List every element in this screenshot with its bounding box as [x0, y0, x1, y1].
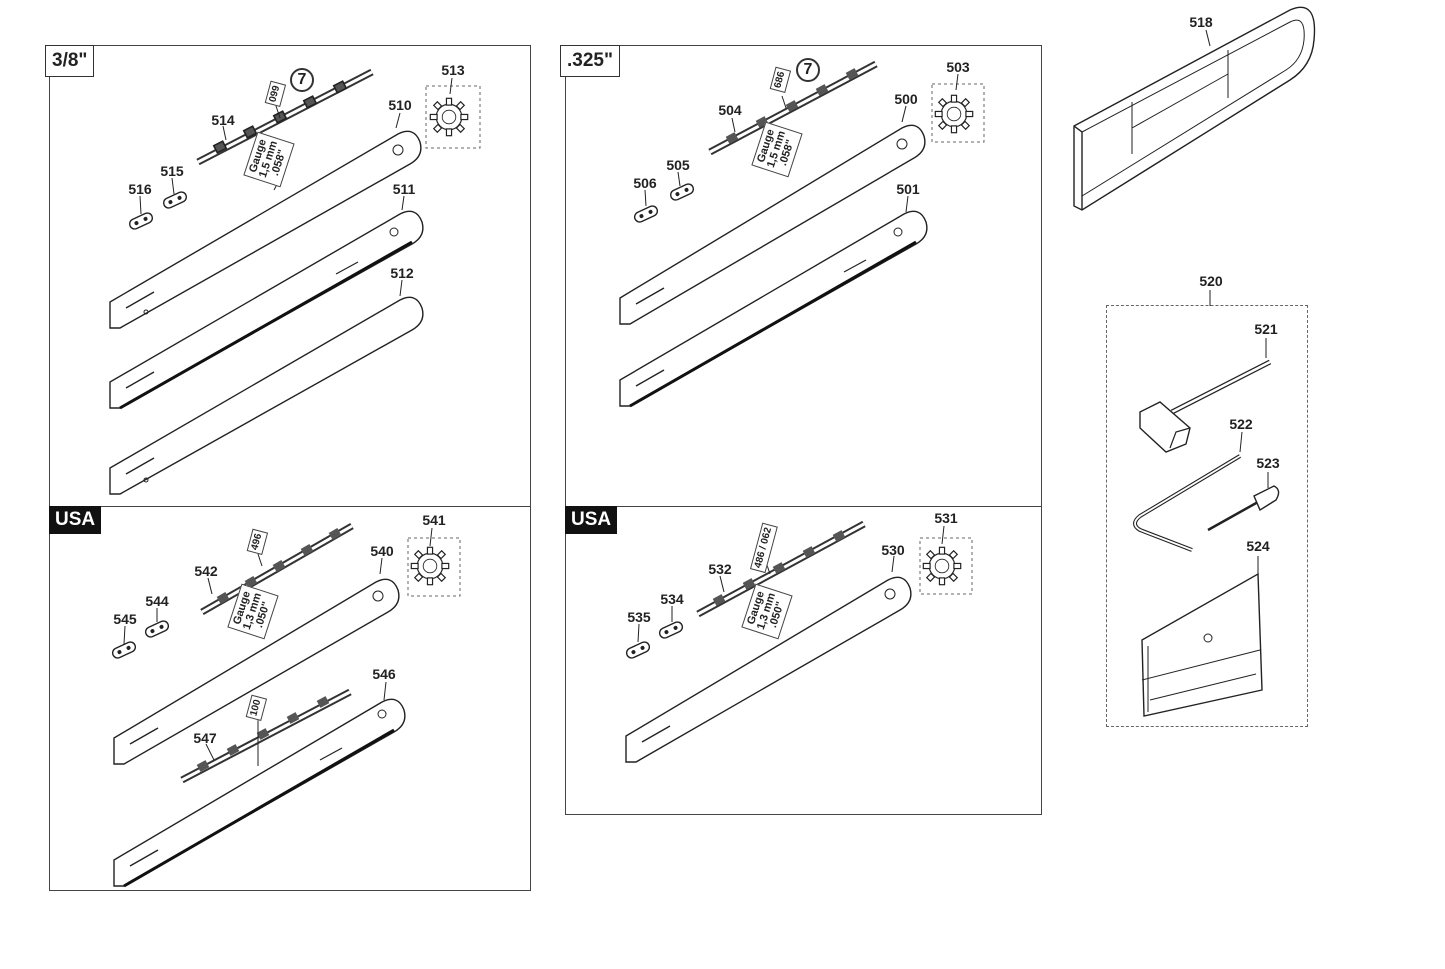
part-number-504: 504 — [718, 102, 742, 118]
connecting-link-535 — [624, 639, 652, 661]
screwdriver-523 — [1207, 472, 1280, 532]
leader-lines-325 — [644, 73, 959, 213]
part-number-516: 516 — [128, 181, 152, 197]
connecting-link-505 — [668, 181, 696, 203]
connecting-link-544 — [143, 618, 171, 640]
sprocket-541 — [410, 546, 450, 586]
panel-usa-3-8 — [49, 506, 531, 891]
hex-key-522 — [1133, 431, 1243, 552]
guide-bar-540 — [113, 578, 400, 765]
saw-chain-542 — [200, 522, 354, 616]
part-number-506: 506 — [633, 175, 657, 191]
pitch-tag-3-8: 3/8" — [45, 45, 95, 77]
part-number-540: 540 — [370, 543, 394, 559]
sprocket-frame-531 — [919, 537, 973, 595]
guide-bar-546 — [113, 698, 406, 888]
part-number-511: 511 — [392, 181, 416, 197]
part-number-503: 503 — [946, 59, 970, 75]
guide-bar-511 — [109, 210, 424, 410]
part-number-514: 514 — [211, 112, 235, 128]
part-number-515: 515 — [160, 163, 184, 179]
chain-symbol-7-right: 7 — [796, 58, 820, 82]
part-number-541: 541 — [422, 512, 446, 528]
part-number-531: 531 — [934, 510, 958, 526]
combination-spanner-521 — [1139, 338, 1272, 453]
connecting-link-506 — [632, 203, 660, 225]
guide-bar-500 — [619, 124, 926, 325]
region-tag-usa-right: USA — [565, 506, 618, 534]
saw-chain-504 — [708, 60, 878, 156]
leader-lines-usa-3-8 — [123, 527, 433, 766]
chain-symbol-7-left: 7 — [290, 68, 314, 92]
part-number-523: 523 — [1256, 455, 1280, 471]
part-number-501: 501 — [896, 181, 920, 197]
part-number-534: 534 — [660, 591, 684, 607]
bar-cover-518 — [1073, 6, 1316, 211]
part-number-546: 546 — [372, 666, 396, 682]
part-number-545: 545 — [113, 611, 137, 627]
part-number-510: 510 — [388, 97, 412, 113]
sprocket-513 — [429, 97, 469, 137]
part-number-530: 530 — [881, 542, 905, 558]
part-number-542: 542 — [194, 563, 218, 579]
part-number-513: 513 — [441, 62, 465, 78]
saw-chain-532 — [696, 520, 866, 618]
guide-bar-512 — [109, 296, 424, 495]
sprocket-frame-503 — [931, 83, 985, 143]
part-number-521: 521 — [1254, 321, 1278, 337]
tool-kit-box — [1106, 305, 1308, 727]
pitch-tag-325: .325" — [560, 45, 620, 77]
sprocket-503 — [934, 94, 974, 134]
part-number-512: 512 — [390, 265, 414, 281]
part-number-505: 505 — [666, 157, 690, 173]
part-number-535: 535 — [627, 609, 651, 625]
connecting-link-515 — [161, 189, 189, 211]
sprocket-frame-513 — [425, 85, 481, 149]
region-tag-usa-left: USA — [49, 506, 102, 534]
part-number-520: 520 — [1199, 273, 1223, 289]
part-number-518: 518 — [1189, 14, 1213, 30]
guide-bar-530 — [625, 576, 912, 763]
part-number-522: 522 — [1229, 416, 1253, 432]
guide-bar-510 — [109, 130, 422, 329]
part-number-532: 532 — [708, 561, 732, 577]
part-number-544: 544 — [145, 593, 169, 609]
leader-lines-usa-325 — [637, 525, 945, 643]
part-number-500: 500 — [894, 91, 918, 107]
guide-bar-501 — [619, 210, 928, 408]
sprocket-frame-541 — [407, 537, 461, 597]
sprocket-531 — [922, 546, 962, 586]
connecting-link-516 — [127, 210, 155, 232]
part-number-547: 547 — [193, 730, 217, 746]
part-number-524: 524 — [1246, 538, 1270, 554]
bar-sheath-524 — [1141, 556, 1263, 717]
saw-chain-547 — [180, 688, 352, 784]
saw-chain-514 — [196, 68, 374, 166]
connecting-link-534 — [657, 619, 685, 641]
